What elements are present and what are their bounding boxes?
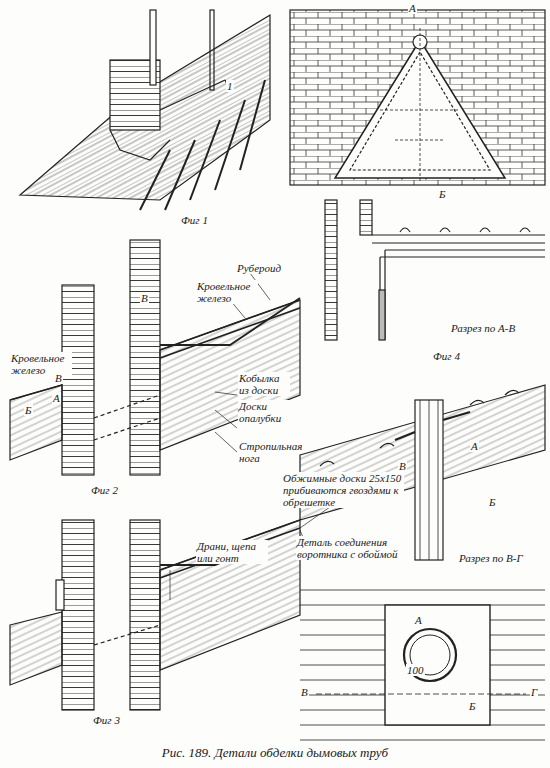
- drawing-label: Фиг 3: [92, 714, 121, 726]
- drawing-label: Фиг 4: [432, 350, 461, 362]
- drawing-label: Б: [438, 188, 447, 200]
- drawing-label: А: [414, 614, 423, 626]
- drawing-label: 100: [406, 664, 425, 676]
- drawing-label: Разрез по А-В: [450, 322, 516, 334]
- drawing-label: Доски опалубки: [238, 400, 292, 424]
- drawing-label: В: [300, 686, 309, 698]
- figure-caption: Рис. 189. Детали обделки дымовых труб: [0, 745, 550, 761]
- drawing-label: Рубероид: [236, 262, 282, 274]
- drawing-label: В: [398, 460, 407, 472]
- drawing-label: Драни, щепа или гонт: [196, 540, 268, 564]
- drawing-label: Б: [468, 700, 477, 712]
- drawing-label: Кровельное железо: [196, 280, 258, 304]
- drawing-label: Г: [530, 686, 538, 698]
- drawing-label: Б: [24, 404, 33, 416]
- drawing-label: А: [408, 2, 417, 14]
- drawing-label: Разрез по В-Г: [458, 552, 524, 564]
- drawing-label: Кобылка из доски: [238, 372, 290, 396]
- drawing-label: Стропильная нога: [238, 440, 294, 464]
- drawing-label: А: [470, 440, 479, 452]
- drawing-label: В: [54, 372, 63, 384]
- drawing-label: Б: [488, 496, 497, 508]
- drawing-label: Деталь соединения воротника с обоймой: [296, 536, 408, 560]
- drawing-label: Фиг 1: [180, 214, 209, 226]
- drawing-label: Фиг 2: [90, 484, 119, 496]
- drawing-label: В: [140, 292, 149, 304]
- drawing-label: 1: [226, 80, 234, 92]
- drawing-label: Обжимные доски 25х150 прибиваются гвоздя…: [282, 472, 404, 508]
- drawing-label: А: [52, 392, 61, 404]
